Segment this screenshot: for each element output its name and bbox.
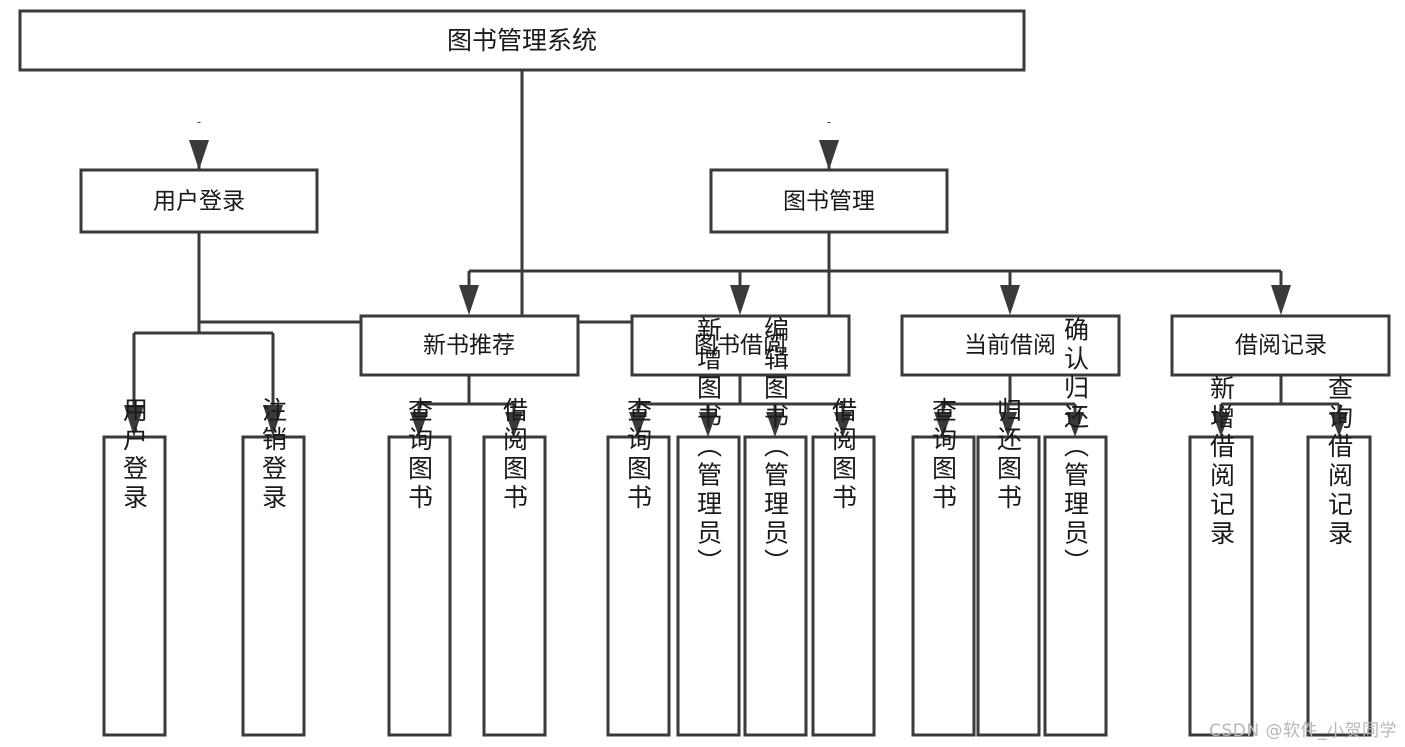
leaf-label-bookborrow-add: 新增图书（管理员） xyxy=(694,317,723,578)
leaf-label-currentborrow-return: 归还图书 xyxy=(994,397,1023,513)
node-user-login[interactable]: 用户登录 xyxy=(79,168,319,234)
node-current-borrow-box[interactable] xyxy=(900,314,1121,377)
leaf-node-currentborrow-confirm[interactable]: 确认归还（管理员） xyxy=(1043,317,1108,737)
leaf-box-borrowrecord-add[interactable] xyxy=(1188,435,1254,737)
leaf-box-bookborrow-add[interactable] xyxy=(676,435,741,737)
leaf-label-bookborrow-edit: 编辑图书（管理员） xyxy=(761,317,790,578)
leaf-label-currentborrow-confirm: 确认归还（管理员） xyxy=(1061,317,1090,578)
arrow-head-newbook-leaf-1 xyxy=(410,412,428,437)
leaf-label-bookborrow-borrow: 借阅图书 xyxy=(829,397,858,513)
leaf-box-newbook-borrow[interactable] xyxy=(482,435,547,737)
connector-group-userlogin-leaves xyxy=(124,232,283,437)
node-borrow-record-box[interactable] xyxy=(1170,314,1391,377)
leaf-label-newbook-borrow: 借阅图书 xyxy=(500,397,529,513)
arrow-head-currentborrow xyxy=(1000,285,1020,315)
leaf-node-bookborrow-query[interactable]: 查询图书 xyxy=(606,397,671,737)
arrow-head-bookborrow-leaf-3 xyxy=(766,412,784,437)
leaf-node-user-login-login[interactable]: 用户登录 xyxy=(102,397,167,737)
leaf-label-borrowrecord-query: 查询借阅记录 xyxy=(1325,375,1354,549)
connector-group-newbook-leaves xyxy=(410,375,523,437)
node-new-book-recommend[interactable]: 新书推荐 xyxy=(359,314,580,377)
leaf-box-bookborrow-edit[interactable] xyxy=(743,435,808,737)
leaf-box-user-login-login[interactable] xyxy=(102,435,167,737)
node-book-management-box[interactable] xyxy=(709,168,949,234)
node-user-login-label: 用户登录 xyxy=(153,189,245,215)
leaf-box-bookborrow-borrow[interactable] xyxy=(811,435,876,737)
connector-group-bookborrow-leaves xyxy=(629,375,852,437)
leaf-node-newbook-borrow[interactable]: 借阅图书 xyxy=(482,397,547,737)
leaf-node-borrowrecord-query[interactable]: 查询借阅记录 xyxy=(1306,375,1372,737)
connector-group-currentborrow-leaves xyxy=(934,375,1084,437)
node-new-book-recommend-box[interactable] xyxy=(359,314,580,377)
node-current-borrow-label: 当前借阅 xyxy=(964,333,1056,359)
leaf-box-user-logout[interactable] xyxy=(241,435,306,737)
leaf-box-borrowrecord-query[interactable] xyxy=(1306,435,1372,737)
arrow-head-leaf-user-login xyxy=(124,405,144,437)
node-book-management[interactable]: 图书管理 xyxy=(709,168,949,234)
arrow-head-currentborrow-leaf-2 xyxy=(999,412,1017,437)
leaf-node-currentborrow-return[interactable]: 归还图书 xyxy=(976,397,1041,737)
leaf-node-newbook-query[interactable]: 查询图书 xyxy=(387,397,452,737)
node-new-book-recommend-label: 新书推荐 xyxy=(423,333,515,359)
leaf-label-currentborrow-query: 查询图书 xyxy=(929,397,958,513)
leaf-label-newbook-query: 查询图书 xyxy=(405,397,434,513)
leaf-label-bookborrow-query: 查询图书 xyxy=(624,397,653,513)
node-root[interactable]: 图书管理系统 xyxy=(18,9,1026,72)
leaf-box-currentborrow-confirm[interactable] xyxy=(1043,435,1108,737)
node-book-borrow[interactable]: 图书借阅 xyxy=(630,314,851,377)
leaf-node-user-logout[interactable]: 注销登录 xyxy=(241,397,306,737)
connector-group-bookmgmt xyxy=(459,232,1291,315)
leaf-label-user-login-login: 用户登录 xyxy=(120,397,149,513)
node-current-borrow[interactable]: 当前借阅 xyxy=(900,314,1121,377)
arrow-head-newbook-leaf-2 xyxy=(505,412,523,437)
connector-group-borrowrecord-leaves xyxy=(1212,375,1348,437)
leaf-label-borrowrecord-add: 新增借阅记录 xyxy=(1207,375,1236,549)
node-book-borrow-label: 图书借阅 xyxy=(694,333,786,359)
arrow-head-bookborrow-leaf-2 xyxy=(699,412,717,437)
node-borrow-record-label: 借阅记录 xyxy=(1235,333,1327,359)
arrow-head-currentborrow-leaf-1 xyxy=(934,412,952,437)
node-root-box[interactable] xyxy=(18,9,1026,72)
leaf-box-currentborrow-return[interactable] xyxy=(976,435,1041,737)
node-book-management-label: 图书管理 xyxy=(783,189,875,215)
leaf-box-bookborrow-query[interactable] xyxy=(606,435,671,737)
leaf-node-bookborrow-borrow[interactable]: 借阅图书 xyxy=(811,397,876,737)
leaf-node-bookborrow-edit[interactable]: 编辑图书（管理员） xyxy=(743,317,808,737)
arrow-head-userlogin-2 xyxy=(189,140,209,170)
leaf-box-currentborrow-query[interactable] xyxy=(911,435,976,737)
node-user-login-box[interactable] xyxy=(79,168,319,234)
arrow-head-bookborrow-leaf-1 xyxy=(629,412,647,437)
arrow-head-leaf-logout xyxy=(263,405,283,437)
arrow-head-borrowrecord-leaf-1 xyxy=(1212,412,1230,437)
arrow-head-bookmgmt-2 xyxy=(819,140,839,170)
arrow-head-borrowrecord-leaf-2 xyxy=(1330,412,1348,437)
arrow-head-bookborrow-leaf-4 xyxy=(834,412,852,437)
arrow-head-newbook xyxy=(459,285,479,315)
leaf-node-borrowrecord-add[interactable]: 新增借阅记录 xyxy=(1188,375,1254,737)
arrow-head-currentborrow-leaf-3 xyxy=(1066,412,1084,437)
node-borrow-record[interactable]: 借阅记录 xyxy=(1170,314,1391,377)
arrow-head-bookborrow xyxy=(730,285,750,315)
arrow-head-borrowrecord xyxy=(1271,285,1291,315)
leaf-label-user-logout: 注销登录 xyxy=(259,397,288,513)
node-book-borrow-box[interactable] xyxy=(630,314,851,377)
leaf-box-newbook-query[interactable] xyxy=(387,435,452,737)
leaf-node-currentborrow-query[interactable]: 查询图书 xyxy=(911,397,976,737)
node-root-label: 图书管理系统 xyxy=(447,26,597,55)
leaf-node-bookborrow-add[interactable]: 新增图书（管理员） xyxy=(676,317,741,737)
